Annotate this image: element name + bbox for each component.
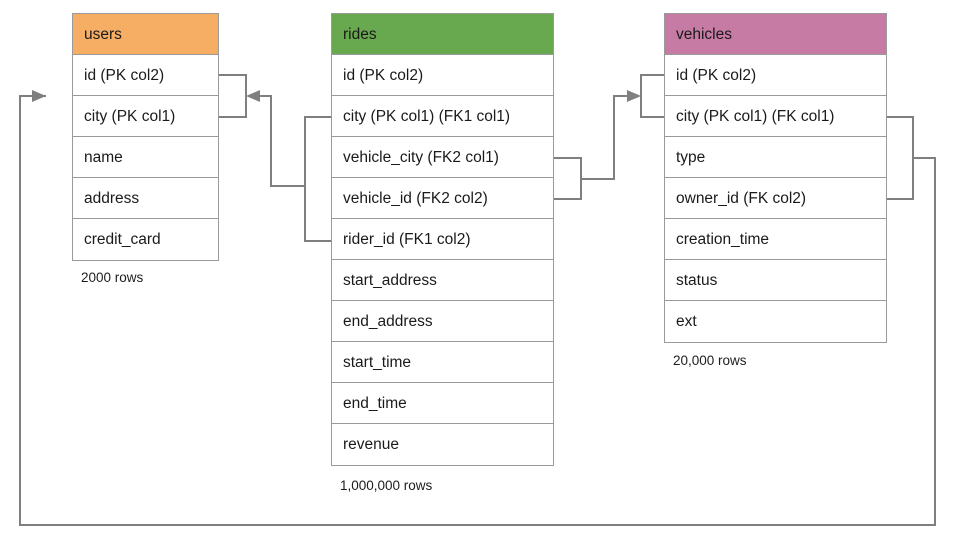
table-users-column-credit-card[interactable]: credit_card — [73, 219, 218, 260]
table-users-row-count: 2000 rows — [81, 270, 144, 285]
table-vehicles-column-ext[interactable]: ext — [665, 301, 886, 342]
table-rides-column-vehicle-city[interactable]: vehicle_city (FK2 col1) — [332, 137, 553, 178]
table-vehicles-column-owner-id[interactable]: owner_id (FK col2) — [665, 178, 886, 219]
table-vehicles-header: vehicles — [665, 14, 886, 55]
table-vehicles-row-count: 20,000 rows — [673, 353, 747, 368]
table-users-column-city[interactable]: city (PK col1) — [73, 96, 218, 137]
table-users-column-name[interactable]: name — [73, 137, 218, 178]
table-vehicles-column-status[interactable]: status — [665, 260, 886, 301]
table-rides-column-end-time[interactable]: end_time — [332, 383, 553, 424]
table-users[interactable]: users id (PK col2) city (PK col1) name a… — [72, 13, 219, 261]
table-rides[interactable]: rides id (PK col2) city (PK col1) (FK1 c… — [331, 13, 554, 466]
connector-rides-fk1-users — [219, 74, 331, 242]
table-vehicles-column-creation-time[interactable]: creation_time — [665, 219, 886, 260]
table-rides-column-city[interactable]: city (PK col1) (FK1 col1) — [332, 96, 553, 137]
table-rides-column-start-time[interactable]: start_time — [332, 342, 553, 383]
table-users-column-address[interactable]: address — [73, 178, 218, 219]
table-vehicles-column-city[interactable]: city (PK col1) (FK col1) — [665, 96, 886, 137]
table-rides-column-end-address[interactable]: end_address — [332, 301, 553, 342]
table-rides-column-start-address[interactable]: start_address — [332, 260, 553, 301]
table-rides-row-count: 1,000,000 rows — [340, 478, 433, 493]
table-rides-column-rider-id[interactable]: rider_id (FK1 col2) — [332, 219, 553, 260]
table-rides-column-vehicle-id[interactable]: vehicle_id (FK2 col2) — [332, 178, 553, 219]
table-vehicles[interactable]: vehicles id (PK col2) city (PK col1) (FK… — [664, 13, 887, 343]
table-users-column-id[interactable]: id (PK col2) — [73, 55, 218, 96]
table-vehicles-column-type[interactable]: type — [665, 137, 886, 178]
connector-rides-fk2-vehicles — [554, 74, 664, 200]
table-rides-header: rides — [332, 14, 553, 55]
table-vehicles-column-id[interactable]: id (PK col2) — [665, 55, 886, 96]
table-rides-column-revenue[interactable]: revenue — [332, 424, 553, 465]
table-users-header: users — [73, 14, 218, 55]
table-rides-column-id[interactable]: id (PK col2) — [332, 55, 553, 96]
